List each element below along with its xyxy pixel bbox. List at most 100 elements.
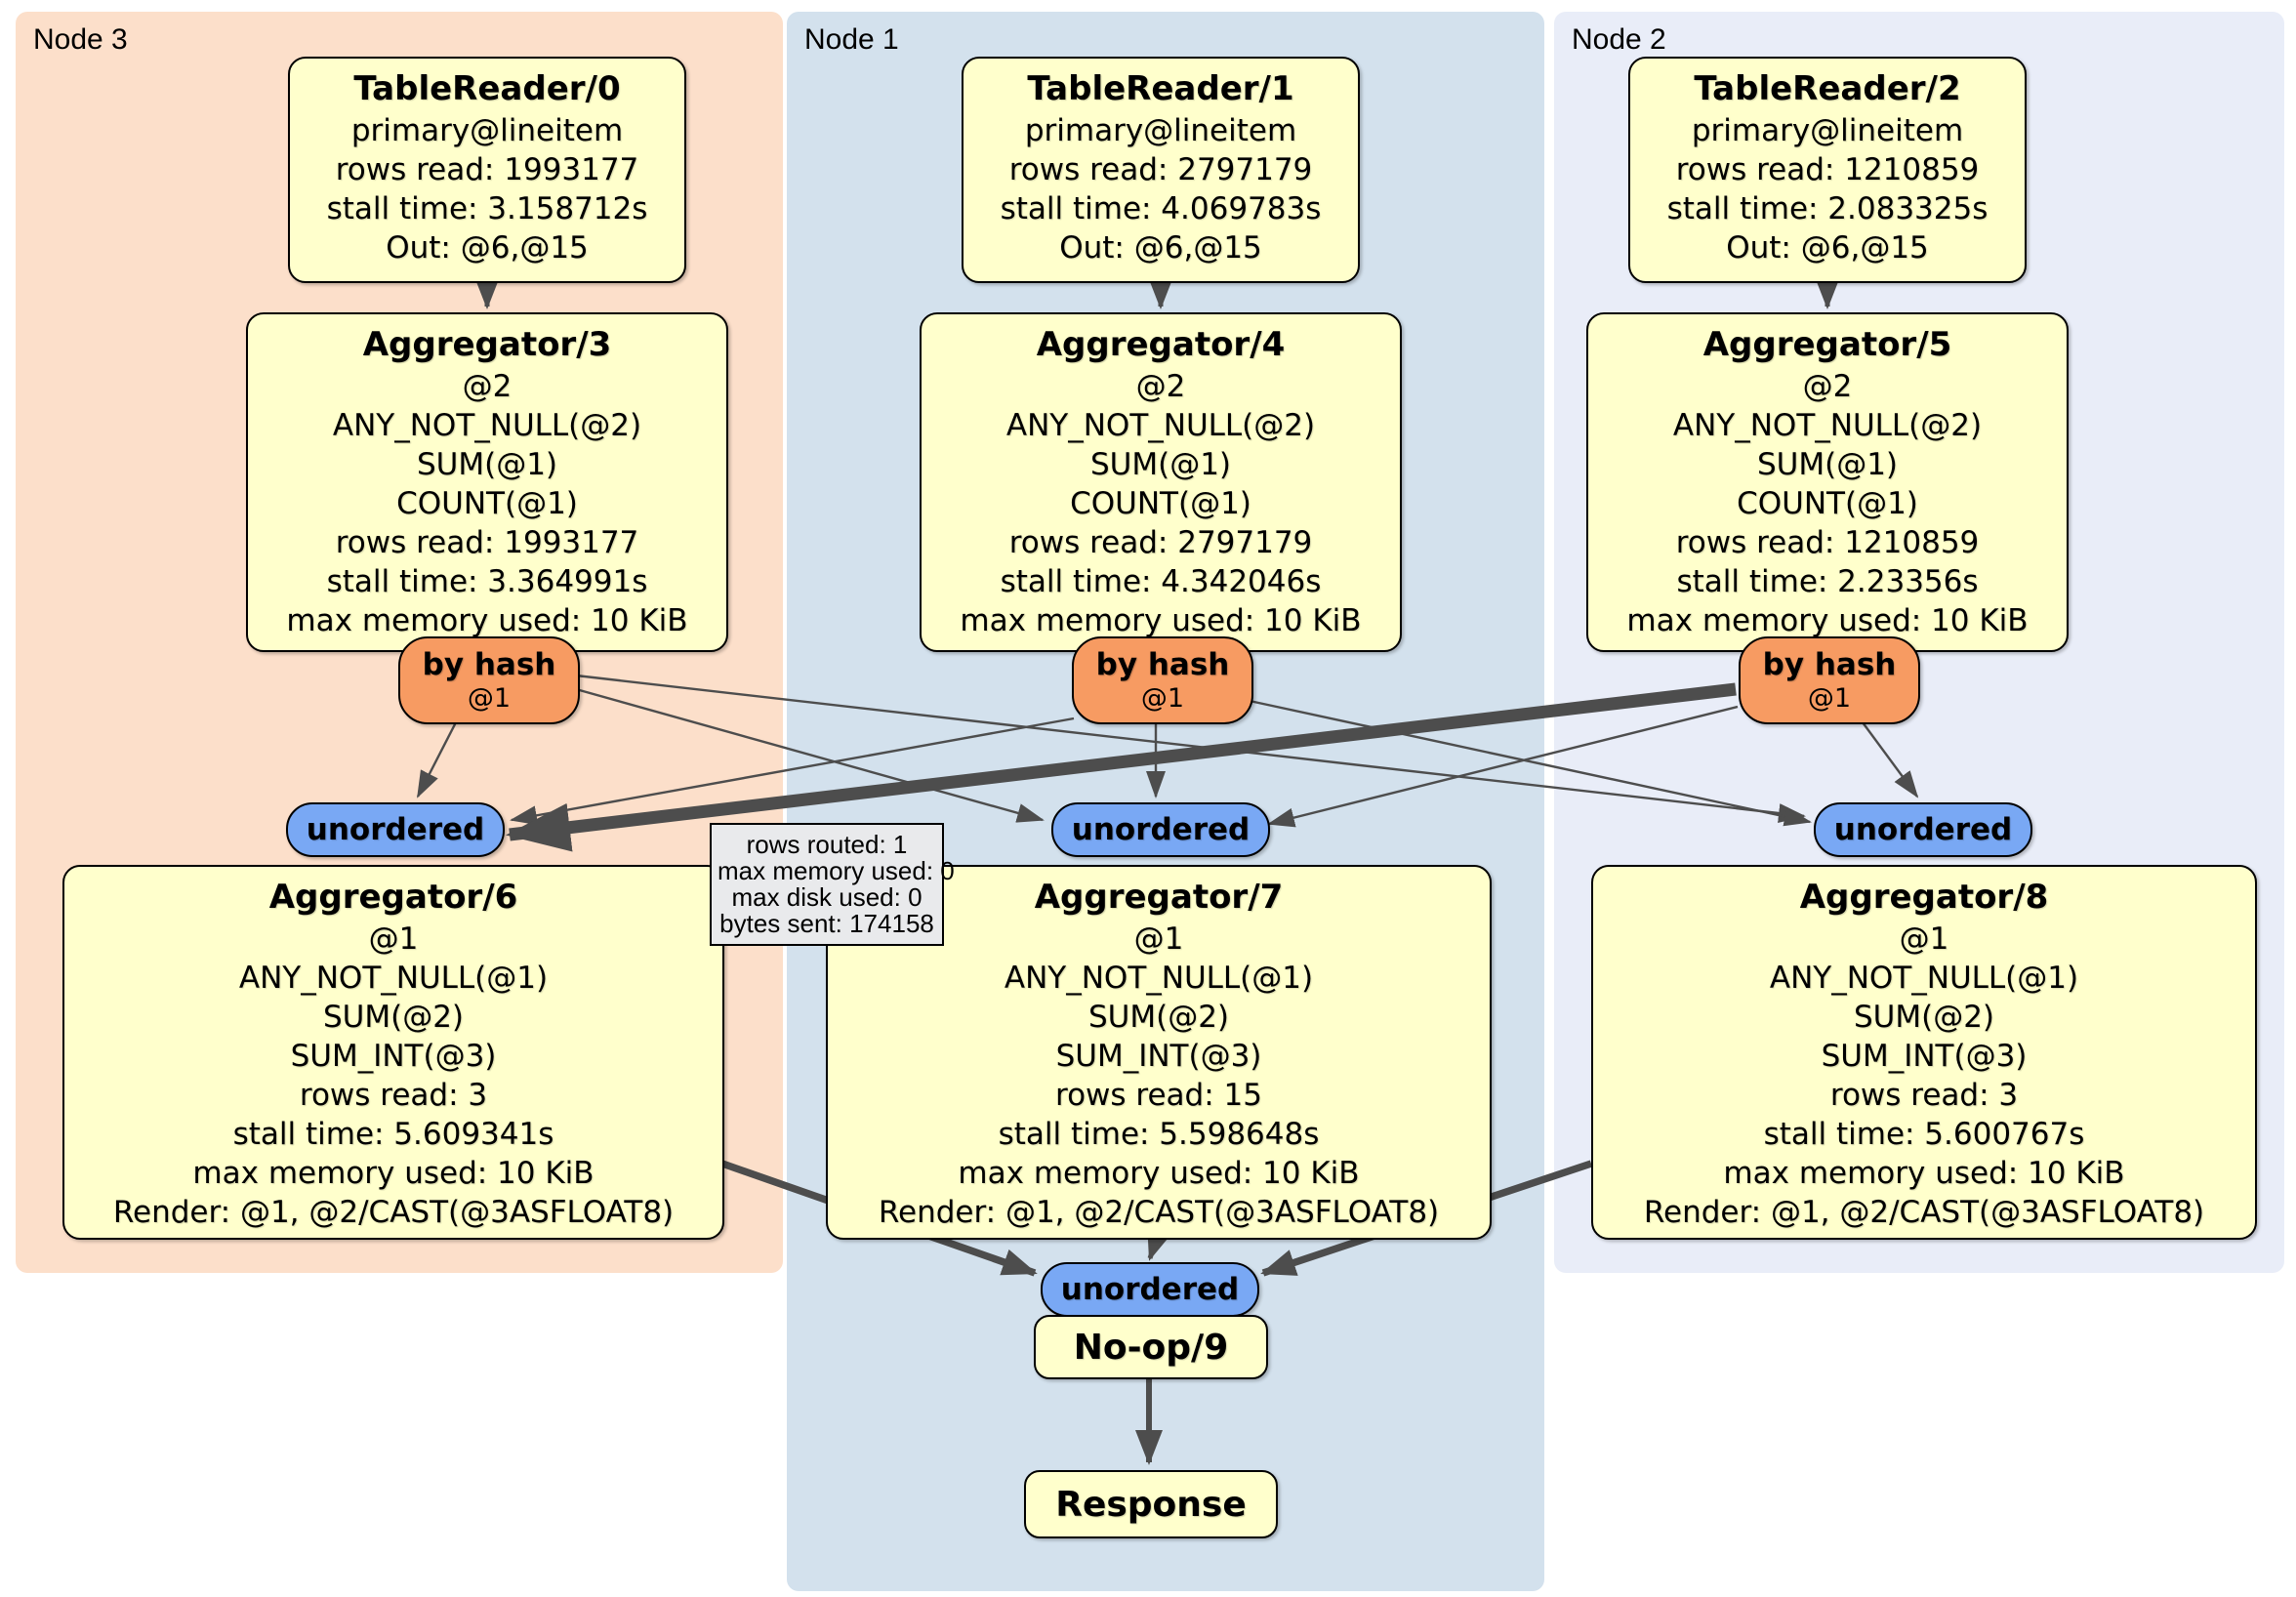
- stream-label: unordered: [306, 812, 485, 847]
- text-line: rows routed: 1: [746, 830, 908, 859]
- text-line: max memory used: 10 KiB: [286, 603, 688, 638]
- text-line: stall time: 4.069783s: [1000, 191, 1322, 226]
- text-line: rows read: 1210859: [1675, 152, 1980, 187]
- processor-title: Aggregator/6: [268, 878, 518, 917]
- text-line: rows read: 3: [1829, 1078, 2019, 1113]
- stream-unordered-node2[interactable]: unordered: [1814, 802, 2032, 857]
- processor-title: TableReader/2: [1694, 69, 1961, 108]
- text-line: rows read: 15: [1055, 1078, 1262, 1113]
- text-line: max memory used: 10 KiB: [960, 603, 1362, 638]
- hash-router-node3[interactable]: by hash @1: [398, 636, 580, 724]
- stream-unordered-node3[interactable]: unordered: [286, 802, 505, 857]
- text-line: stall time: 3.364991s: [326, 564, 648, 599]
- stream-unordered-node1[interactable]: unordered: [1051, 802, 1270, 857]
- stream-label: unordered: [1071, 812, 1250, 847]
- text-line: COUNT(@1): [1737, 486, 1918, 521]
- router-column: @1: [1807, 683, 1852, 714]
- text-line: primary@lineitem: [1024, 113, 1297, 148]
- text-line: rows read: 1993177: [335, 152, 639, 187]
- text-line: rows read: 2797179: [1008, 152, 1313, 187]
- text-line: SUM(@1): [1089, 447, 1232, 482]
- node-label: Node 3: [33, 23, 128, 56]
- node-label: Node 2: [1572, 23, 1666, 56]
- hash-router-node2[interactable]: by hash @1: [1739, 636, 1920, 724]
- text-line: Out: @6,@15: [1726, 230, 1929, 266]
- stream-unordered-sink[interactable]: unordered: [1041, 1262, 1259, 1317]
- processor-title: Response: [1055, 1484, 1247, 1525]
- processor-tablereader-1[interactable]: TableReader/1 primary@lineitem rows read:…: [962, 57, 1360, 283]
- router-label: by hash: [1095, 647, 1230, 682]
- text-line: stall time: 5.600767s: [1763, 1117, 2085, 1152]
- text-line: stall time: 3.158712s: [326, 191, 648, 226]
- router-label: by hash: [422, 647, 556, 682]
- text-line: max memory used: 10 KiB: [1626, 603, 2029, 638]
- processor-tablereader-0[interactable]: TableReader/0 primary@lineitem rows read:…: [288, 57, 686, 283]
- text-line: max memory used: 10 KiB: [192, 1156, 594, 1191]
- text-line: @1: [368, 921, 419, 957]
- router-label: by hash: [1762, 647, 1897, 682]
- processor-title: No-op/9: [1073, 1327, 1229, 1368]
- text-line: ANY_NOT_NULL(@1): [1004, 961, 1314, 996]
- hash-router-node1[interactable]: by hash @1: [1072, 636, 1253, 724]
- text-line: Out: @6,@15: [386, 230, 589, 266]
- text-line: stall time: 5.609341s: [232, 1117, 554, 1152]
- text-line: ANY_NOT_NULL(@1): [238, 961, 549, 996]
- text-line: ANY_NOT_NULL(@2): [1005, 408, 1316, 443]
- text-line: max memory used: 0: [718, 856, 955, 885]
- text-line: COUNT(@1): [1070, 486, 1251, 521]
- text-line: stall time: 5.598648s: [998, 1117, 1320, 1152]
- router-column: @1: [467, 683, 512, 714]
- text-line: Render: @1, @2/CAST(@3ASFLOAT8): [112, 1195, 675, 1230]
- processor-title: Aggregator/3: [362, 325, 612, 364]
- processor-noop-9[interactable]: No-op/9: [1034, 1315, 1268, 1379]
- text-line: max disk used: 0: [731, 882, 922, 912]
- text-line: SUM(@2): [1087, 1000, 1230, 1035]
- processor-title: Aggregator/8: [1799, 878, 2049, 917]
- text-line: SUM_INT(@3): [290, 1039, 497, 1074]
- text-line: SUM_INT(@3): [1821, 1039, 2028, 1074]
- text-line: stall time: 4.342046s: [1000, 564, 1322, 599]
- text-line: rows read: 1993177: [335, 525, 639, 560]
- text-line: @2: [462, 369, 512, 404]
- processor-title: Aggregator/4: [1036, 325, 1286, 364]
- text-line: primary@lineitem: [350, 113, 624, 148]
- text-line: SUM(@1): [1756, 447, 1899, 482]
- node-label: Node 1: [804, 23, 899, 56]
- text-line: stall time: 2.083325s: [1666, 191, 1988, 226]
- processor-title: TableReader/1: [1027, 69, 1294, 108]
- text-line: @2: [1135, 369, 1186, 404]
- text-line: SUM(@2): [322, 1000, 465, 1035]
- response-box[interactable]: Response: [1024, 1470, 1278, 1538]
- text-line: stall time: 2.23356s: [1676, 564, 1979, 599]
- text-line: rows read: 1210859: [1675, 525, 1980, 560]
- router-column: @1: [1140, 683, 1185, 714]
- text-line: Out: @6,@15: [1059, 230, 1262, 266]
- text-line: max memory used: 10 KiB: [958, 1156, 1360, 1191]
- processor-title: TableReader/0: [353, 69, 621, 108]
- text-line: ANY_NOT_NULL(@1): [1769, 961, 2079, 996]
- text-line: @1: [1899, 921, 1949, 957]
- processor-details: primary@lineitem rows read: 1993177 stall …: [290, 111, 684, 267]
- text-line: @1: [1133, 921, 1184, 957]
- text-line: bytes sent: 174158: [719, 909, 934, 938]
- text-line: ANY_NOT_NULL(@2): [332, 408, 642, 443]
- text-line: rows read: 3: [299, 1078, 488, 1113]
- text-line: SUM_INT(@3): [1055, 1039, 1262, 1074]
- text-line: max memory used: 10 KiB: [1723, 1156, 2125, 1191]
- text-line: Render: @1, @2/CAST(@3ASFLOAT8): [878, 1195, 1440, 1230]
- text-line: SUM(@1): [416, 447, 558, 482]
